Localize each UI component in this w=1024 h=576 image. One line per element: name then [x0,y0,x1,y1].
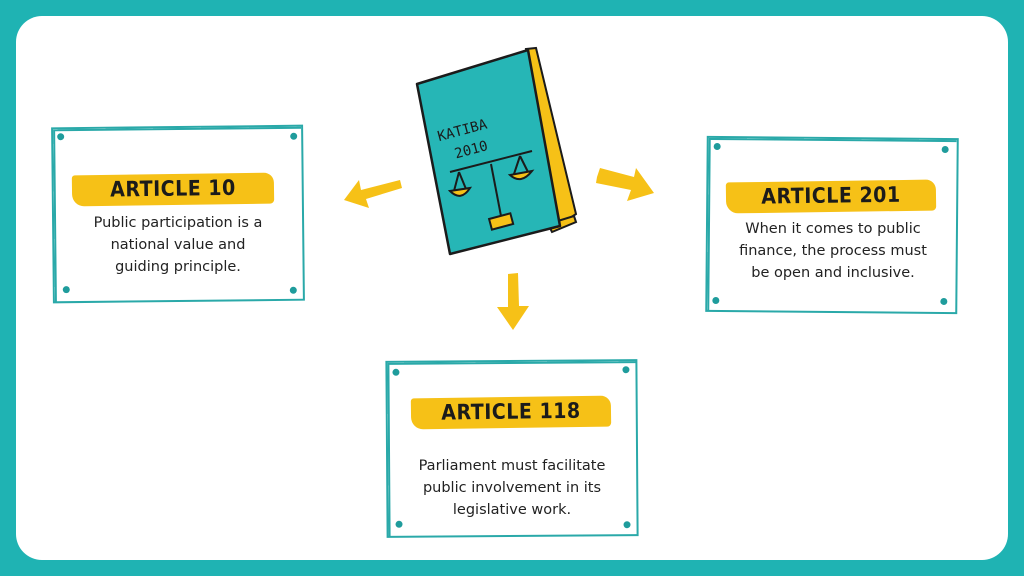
constitution-book: KATIBA 2010 [415,46,578,256]
arrow-right-icon [596,168,654,201]
article-10-text: Public participation is a national value… [60,212,296,278]
pin-dot [623,521,631,529]
article-10-line: Public participation is a [93,215,263,231]
pin-dot [712,296,720,305]
pin-dot [941,145,949,154]
article-201-text: When it comes to public finance, the pro… [714,218,952,284]
pin-dot [713,142,721,151]
article-118-text: Parliament must facilitate public involv… [394,455,630,521]
pin-dot [395,520,403,528]
article-118-heading: ARTICLE 118 [441,398,581,426]
article-118-banner: ARTICLE 118 [410,395,612,430]
article-118-line: Parliament must facilitate [418,458,606,474]
article-201-line: When it comes to public [745,221,921,237]
article-201-line: be open and inclusive. [751,265,915,281]
article-201-heading: ARTICLE 201 [761,182,901,210]
pin-dot [622,366,630,374]
pin-dot [392,368,400,376]
article-10-line: national value and [110,237,246,253]
scales-of-justice-icon [447,150,535,231]
pin-dot [57,133,65,141]
article-10-banner: ARTICLE 10 [71,172,275,207]
pin-dot [62,286,70,294]
pin-dot [290,132,298,140]
article-118-line: legislative work. [452,502,572,518]
article-118-line: public involvement in its [422,480,602,496]
article-10-heading: ARTICLE 10 [110,175,236,203]
arrow-down-icon [497,273,529,330]
article-10-line: guiding principle. [115,259,241,275]
article-201-line: finance, the process must [739,243,927,259]
article-201-banner: ARTICLE 201 [725,179,937,214]
pin-dot [289,286,297,294]
pin-dot [940,297,948,306]
arrow-left-icon [344,180,402,208]
